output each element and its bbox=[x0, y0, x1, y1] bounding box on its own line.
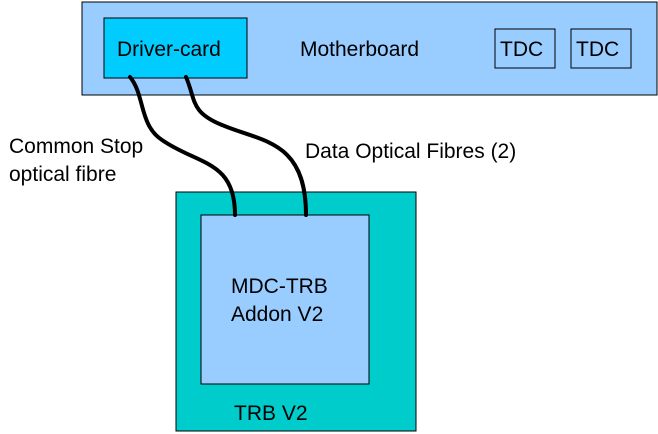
tdc-chip-box bbox=[494, 28, 556, 69]
motherboard-label: Motherboard bbox=[300, 38, 419, 61]
tdc-chip-label: TDC bbox=[500, 38, 543, 61]
mdc-addon: MDC-TRB Addon V2 bbox=[200, 214, 370, 385]
mdc-addon-label-line1: MDC-TRB bbox=[231, 275, 328, 298]
mdc-addon-box bbox=[200, 214, 370, 385]
tdc-chip-label: TDC bbox=[576, 38, 619, 61]
mdc-addon-label-line2: Addon V2 bbox=[231, 303, 323, 326]
tdc-chip: TDC bbox=[494, 28, 556, 69]
tdc-chip-box bbox=[570, 28, 632, 69]
common-stop-fibre bbox=[128, 75, 237, 217]
common-stop-label-line1: Common Stop bbox=[9, 135, 143, 158]
data-fibres-label: Data Optical Fibres (2) bbox=[305, 140, 516, 163]
driver-card-label: Driver-card bbox=[117, 38, 221, 61]
driver-card-box bbox=[103, 17, 248, 79]
trb-board-label: TRB V2 bbox=[234, 402, 308, 425]
data-fibre bbox=[184, 75, 308, 217]
driver-card: Driver-card bbox=[103, 17, 248, 79]
tdc-chip: TDC bbox=[570, 28, 632, 69]
common-stop-label-line2: optical fibre bbox=[9, 163, 116, 186]
